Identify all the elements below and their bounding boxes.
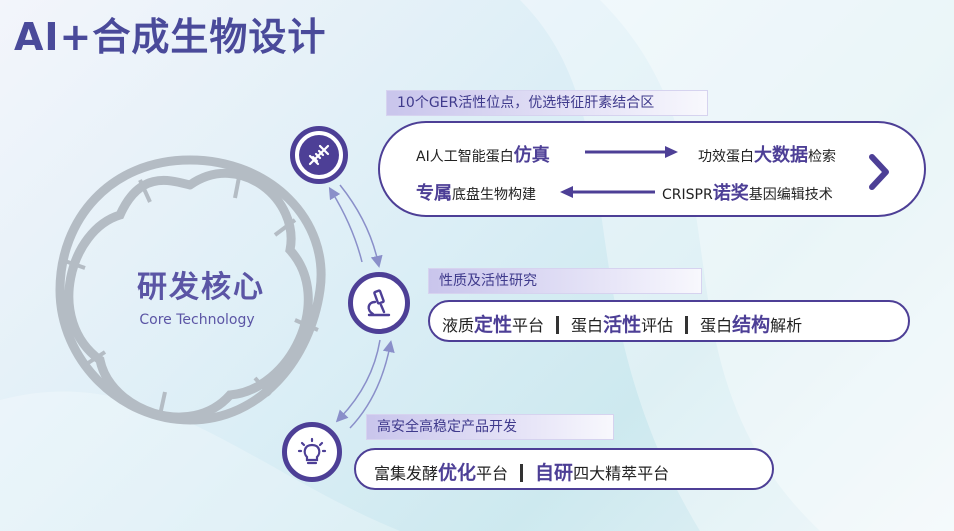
section-3-panel: 富集发酵优化平台 自研四大精萃平台	[354, 448, 774, 490]
microscope-icon-circle	[348, 272, 410, 334]
item-fermentation: 富集发酵优化平台	[374, 462, 509, 484]
row1-left-text: AI人工智能蛋白仿真	[416, 145, 550, 166]
row1-right-text: 功效蛋白大数据检索	[698, 145, 836, 166]
item-self-developed: 自研四大精萃平台	[535, 462, 670, 484]
section-1-label: 10个GER活性位点，优选特征肝素结合区	[386, 90, 708, 116]
section-3-label: 高安全高稳定产品开发	[366, 414, 614, 440]
separator	[685, 316, 689, 334]
item-protein-structure: 蛋白结构解析	[700, 314, 803, 336]
lightbulb-icon	[297, 437, 327, 465]
lightbulb-icon-circle	[282, 422, 342, 482]
dna-icon-circle	[290, 126, 348, 184]
section-2-panel: 液质定性平台 蛋白活性评估 蛋白结构解析	[428, 300, 910, 342]
separator	[556, 316, 560, 334]
item-liquid-mass: 液质定性平台	[442, 314, 545, 336]
section-2-items: 液质定性平台 蛋白活性评估 蛋白结构解析	[442, 310, 802, 337]
core-title-cn: 研发核心	[137, 270, 265, 305]
chevron-right-icon	[869, 154, 889, 190]
section-3-items: 富集发酵优化平台 自研四大精萃平台	[374, 458, 669, 485]
page-title: AI+合成生物设计	[14, 15, 327, 59]
row2-right-text: CRISPR诺奖基因编辑技术	[662, 183, 833, 204]
item-protein-activity: 蛋白活性评估	[571, 314, 674, 336]
section-1-panel: AI人工智能蛋白仿真 功效蛋白大数据检索 专属底盘生物构建 CRISPR诺奖基因…	[378, 121, 926, 217]
separator	[520, 464, 524, 482]
arrow-left-icon	[560, 186, 655, 198]
arrow-right-icon	[585, 146, 678, 158]
microscope-icon	[367, 289, 391, 317]
dna-ring-graphic	[55, 155, 326, 425]
core-title-en: Core Technology	[139, 312, 255, 328]
row2-left-text: 专属底盘生物构建	[416, 183, 536, 204]
section-2-label: 性质及活性研究	[428, 268, 702, 294]
dna-icon	[308, 144, 330, 166]
